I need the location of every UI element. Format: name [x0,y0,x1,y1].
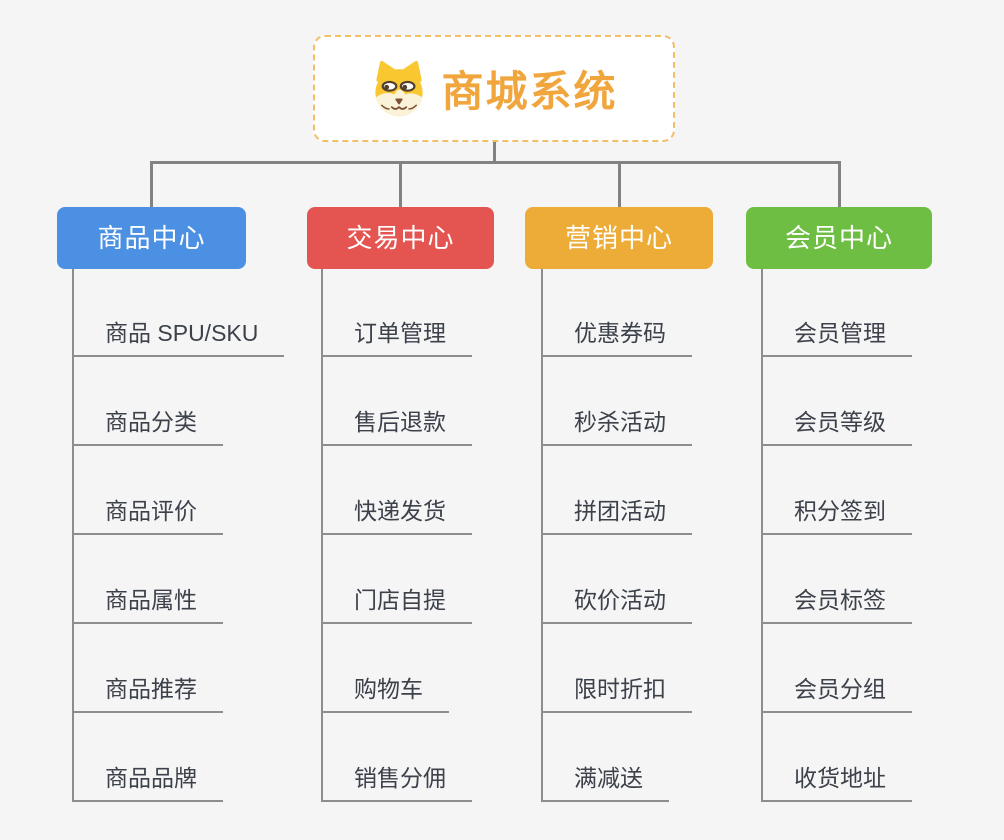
connector-drop-branch-1 [150,161,153,208]
root-title: 商城系统 [441,68,618,115]
connector-drop-branch-3 [618,161,621,208]
subtopic-store-pickup[interactable]: 门店自提 [321,586,472,624]
shiba-dog-icon [375,60,424,116]
branch-topic-product-center[interactable]: 商品中心 [57,207,246,269]
subtopic-product-spu-sku[interactable]: 商品 SPU/SKU [72,319,285,357]
root-topic[interactable]: 商城系统 [313,35,675,142]
subtopic-aftersale-refund[interactable]: 售后退款 [321,408,472,446]
branch-topic-trade-center[interactable]: 交易中心 [307,207,494,269]
connector-drop-branch-2 [399,161,402,208]
subtopic-full-reduction[interactable]: 满减送 [541,764,669,802]
subtopic-time-discount[interactable]: 限时折扣 [541,675,692,713]
subtopic-product-brand[interactable]: 商品品牌 [72,764,223,802]
subtopic-coupon-code[interactable]: 优惠券码 [541,319,692,357]
connector-horizontal-rail [150,161,841,164]
subtopic-member-tag[interactable]: 会员标签 [761,586,912,624]
subtopic-product-category[interactable]: 商品分类 [72,408,223,446]
subtopic-points-checkin[interactable]: 积分签到 [761,497,912,535]
subtopic-order-manage[interactable]: 订单管理 [321,319,472,357]
subtopic-group-buy[interactable]: 拼团活动 [541,497,692,535]
connector-root-trunk [493,142,496,163]
subtopic-member-level[interactable]: 会员等级 [761,408,912,446]
subtopic-bargain-activity[interactable]: 砍价活动 [541,586,692,624]
subtopic-member-manage[interactable]: 会员管理 [761,319,912,357]
branch-topic-marketing-center[interactable]: 营销中心 [525,207,713,269]
subtopic-member-group[interactable]: 会员分组 [761,675,912,713]
connector-drop-branch-4 [838,161,841,208]
subtopic-product-attr[interactable]: 商品属性 [72,586,223,624]
subtopic-shipping-address[interactable]: 收货地址 [761,764,912,802]
subtopic-product-recommend[interactable]: 商品推荐 [72,675,223,713]
subtopic-express-shipping[interactable]: 快递发货 [321,497,472,535]
branch-topic-member-center[interactable]: 会员中心 [746,207,932,269]
subtopic-product-review[interactable]: 商品评价 [72,497,223,535]
subtopic-sales-commission[interactable]: 销售分佣 [321,764,472,802]
subtopic-flash-sale[interactable]: 秒杀活动 [541,408,692,446]
subtopic-shopping-cart[interactable]: 购物车 [321,675,449,713]
